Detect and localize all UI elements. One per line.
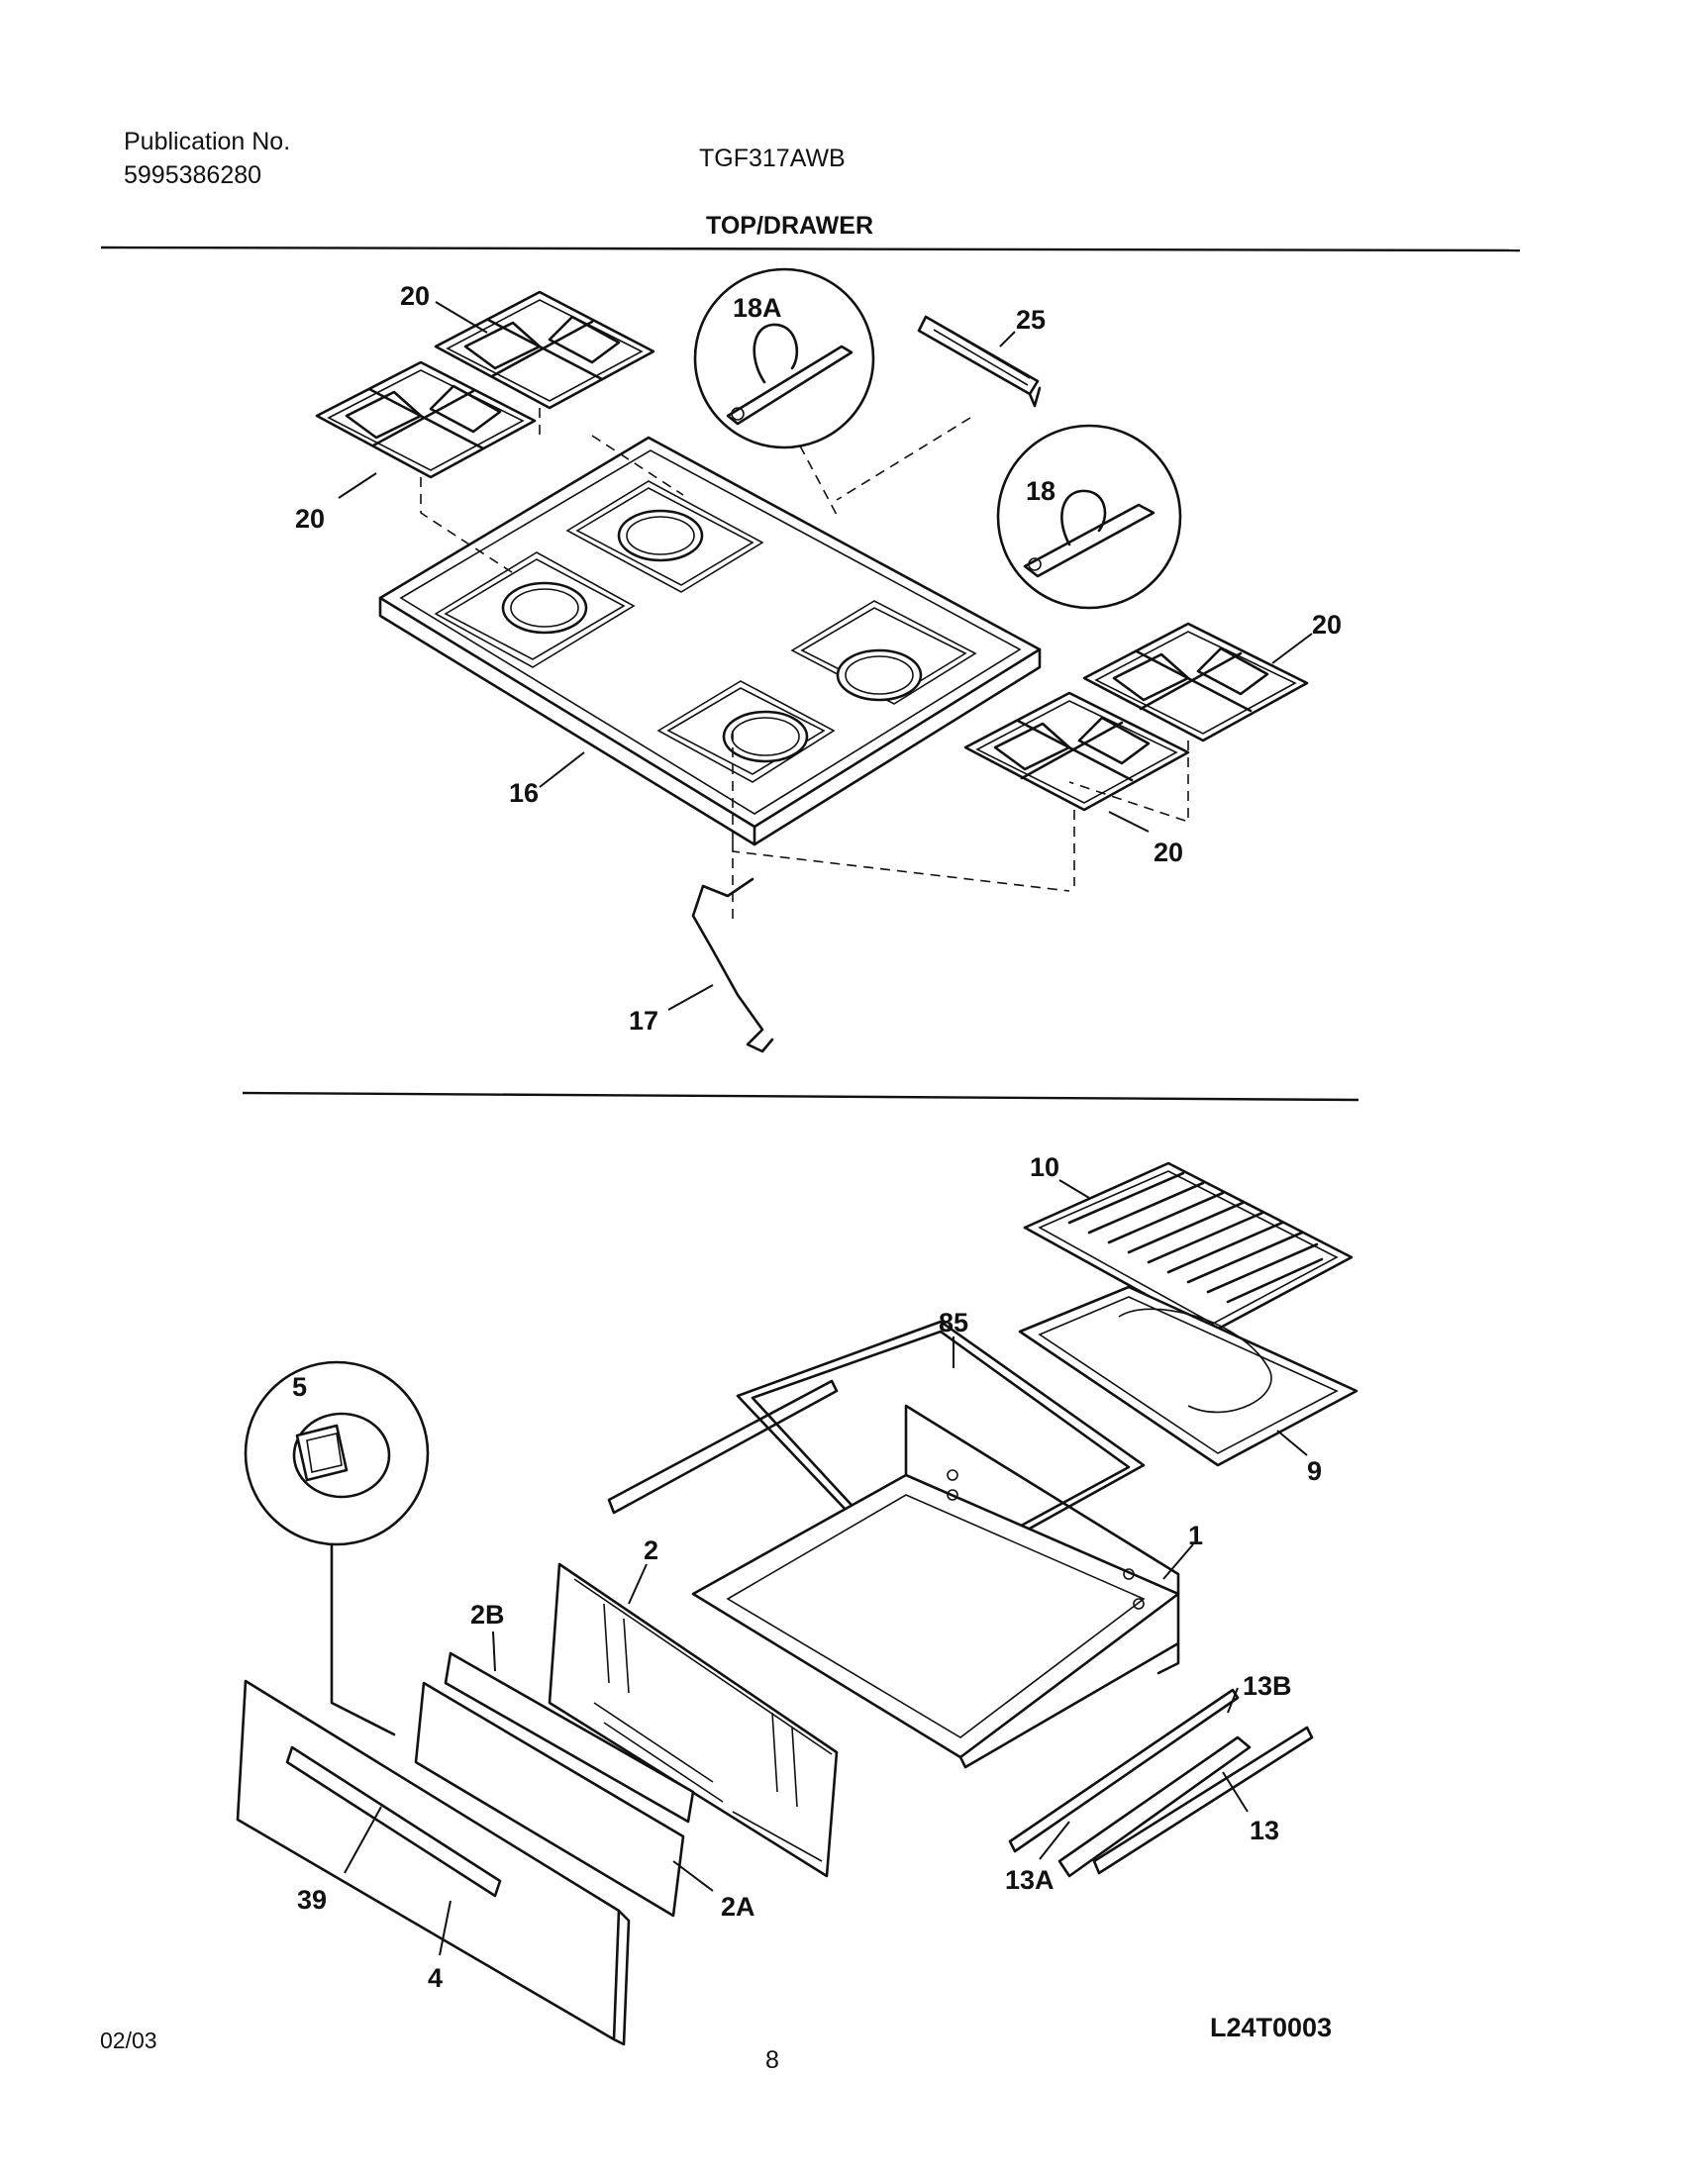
leader-1 <box>1162 1543 1194 1580</box>
drawer-strip-2b <box>444 1651 695 1824</box>
label-25: 25 <box>1016 305 1046 335</box>
publication-label: Publication No. <box>124 128 291 155</box>
leader-16 <box>539 751 585 788</box>
burner-grate-lower-right-front <box>963 691 1190 812</box>
publication-number: 5995386280 <box>124 161 262 189</box>
inset-5-knob <box>244 1360 430 1546</box>
leader-10 <box>1058 1179 1090 1199</box>
inset-18 <box>996 424 1182 610</box>
label-16: 16 <box>509 778 539 808</box>
label-2: 2 <box>644 1535 658 1565</box>
leader-25 <box>999 331 1016 347</box>
label-17: 17 <box>629 1006 658 1036</box>
section-title: TOP/DRAWER <box>706 212 873 240</box>
label-20d: 20 <box>1154 838 1183 867</box>
leader-20d <box>1108 811 1150 833</box>
burner-grate-lower-right-back <box>1082 622 1309 742</box>
leader-13a <box>1039 1821 1070 1860</box>
leader-20a <box>435 301 488 334</box>
label-4: 4 <box>428 1963 443 1993</box>
label-20b: 20 <box>295 504 325 534</box>
label-13b: 13B <box>1243 1671 1292 1701</box>
leader-9 <box>1276 1430 1308 1456</box>
label-9: 9 <box>1307 1456 1322 1486</box>
burner-grate-upper-left-back <box>434 290 655 410</box>
cooktop-main-top <box>378 436 1042 846</box>
leader-13b <box>1227 1687 1239 1714</box>
broiler-pan-9 <box>1018 1285 1358 1467</box>
model-number: TGF317AWB <box>699 145 846 172</box>
drawer-back-panel-2 <box>548 1562 839 1878</box>
page-number: 8 <box>765 2046 779 2074</box>
inset-18a <box>693 267 875 449</box>
label-10: 10 <box>1030 1152 1059 1182</box>
part-25-bracket <box>917 315 1042 408</box>
part-17-wire-rod <box>691 877 774 1053</box>
leader-2b <box>492 1631 496 1672</box>
leader-2 <box>628 1563 648 1605</box>
drawer-inner-panel-2a <box>414 1681 685 1918</box>
label-39: 39 <box>297 1885 327 1915</box>
label-20a: 20 <box>400 281 430 311</box>
leader-17 <box>667 984 714 1011</box>
leader-20c <box>1271 633 1313 664</box>
header-rule <box>100 246 1521 252</box>
drawer-back-rail <box>607 1379 839 1515</box>
label-2a: 2A <box>721 1892 755 1922</box>
label-2b: 2B <box>470 1600 505 1630</box>
leader-39 <box>344 1806 382 1874</box>
leader-4 <box>439 1900 452 1956</box>
label-20c: 20 <box>1312 610 1342 640</box>
slide-13 <box>1092 1726 1314 1875</box>
leader-20b <box>338 472 377 499</box>
label-13a: 13A <box>1005 1865 1055 1895</box>
leader-2a <box>672 1860 714 1892</box>
section-divider <box>242 1091 1359 1102</box>
leader-13 <box>1222 1771 1249 1813</box>
label-18a: 18A <box>733 293 782 323</box>
drawing-code: L24T0003 <box>1210 2013 1332 2042</box>
label-13: 13 <box>1250 1816 1279 1845</box>
slide-13b <box>1008 1688 1240 1853</box>
label-1: 1 <box>1188 1521 1203 1550</box>
footer-date: 02/03 <box>100 2028 157 2053</box>
inset-5-leader <box>330 1542 396 1736</box>
label-18: 18 <box>1026 476 1055 506</box>
label-85: 85 <box>939 1308 968 1337</box>
slide-13a <box>1057 1735 1252 1878</box>
burner-grate-upper-left-front <box>315 360 537 479</box>
drawer-body-1 <box>691 1404 1180 1769</box>
drawer-front-4 <box>236 1679 631 2046</box>
label-5: 5 <box>292 1372 307 1402</box>
